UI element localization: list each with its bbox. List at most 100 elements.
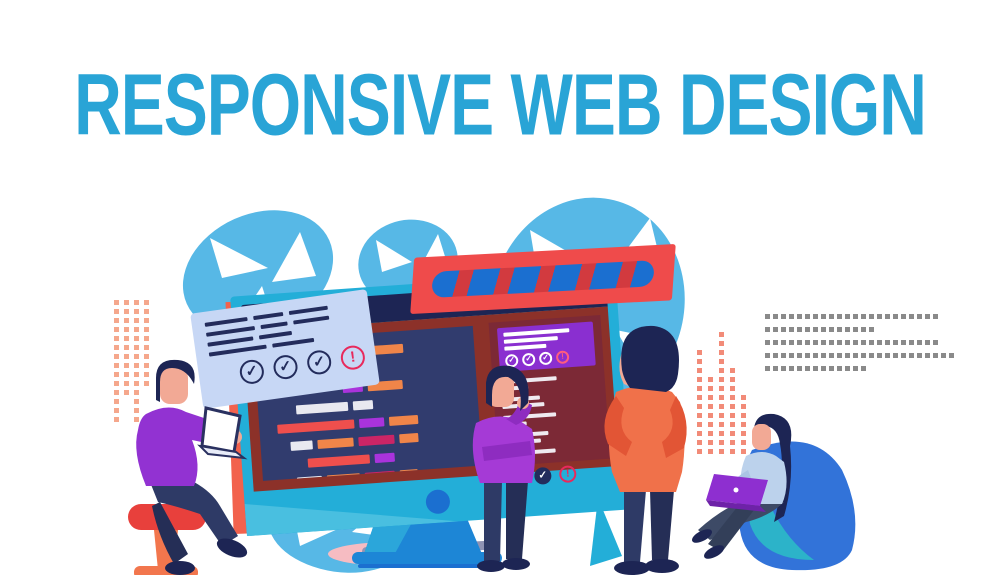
dot [114,408,119,413]
dot [853,353,858,358]
dot [845,314,850,319]
shirt [608,386,685,492]
dot [837,340,842,345]
dot [765,366,770,371]
developer-on-stool-figure [128,359,248,575]
dot [114,363,119,368]
dot [134,372,139,377]
dot [829,327,834,332]
dot [730,440,735,445]
dot [869,314,874,319]
dot [697,404,702,409]
dot [134,300,139,305]
text-segment [260,321,288,330]
code-token [316,437,354,450]
dot [697,440,702,445]
alert-icon: ! [555,350,570,365]
face [160,368,188,404]
dot [114,399,119,404]
dot [773,327,778,332]
dot [134,345,139,350]
dot [877,353,882,358]
text-segment [204,317,248,327]
dot [901,340,906,345]
dot [124,372,129,377]
dot [845,340,850,345]
dot [134,399,139,404]
dot-column [719,332,724,454]
dot [124,345,129,350]
code-token [326,473,361,481]
shoe [614,561,650,575]
dot [697,413,702,418]
dot [805,340,810,345]
dot [730,422,735,427]
code-token [277,419,355,434]
dot [789,353,794,358]
dot [805,314,810,319]
dot [901,314,906,319]
dot [124,318,129,323]
dot [124,381,129,386]
dot-pattern-gray [765,314,954,371]
dot [144,300,149,305]
toolbar-segments [431,260,655,298]
dot [697,350,702,355]
dot [144,309,149,314]
dot [719,386,724,391]
dot [134,417,139,422]
text-segment [288,305,329,316]
dot [853,340,858,345]
dot [813,353,818,358]
dot [789,366,794,371]
code-token [352,400,374,411]
dot-pattern-left [114,300,149,422]
dot [708,377,713,382]
dot [144,381,149,386]
dot [719,449,724,454]
dot [134,309,139,314]
dot [719,413,724,418]
crossed-arm [482,441,532,461]
dot [861,340,866,345]
stand-base [352,552,502,564]
dot [797,314,802,319]
dot [861,327,866,332]
mobile-header-line [503,336,558,344]
laptop [197,406,248,460]
dot [877,340,882,345]
dot [765,314,770,319]
dot [789,314,794,319]
dot [114,345,119,350]
developer-on-stool [116,356,286,575]
dot [124,336,129,341]
dot [144,372,149,377]
code-token [357,434,395,447]
dot [134,381,139,386]
dot [909,353,914,358]
dot-column [708,377,713,454]
dot-pattern-right [697,332,746,454]
text-segment [293,315,330,325]
dot [869,340,874,345]
dot [114,354,119,359]
dot [797,366,802,371]
dot [144,327,149,332]
dot [917,353,922,358]
dot [861,366,866,371]
shoe [692,529,712,543]
code-token [398,432,420,444]
dot [144,354,149,359]
dot [893,353,898,358]
code-token [399,469,418,480]
dot [821,366,826,371]
dot [925,340,930,345]
dot [773,340,778,345]
text-segment [208,344,267,357]
dot [719,431,724,436]
left-arm [604,396,632,456]
code-token [364,470,396,481]
dot [144,318,149,323]
dot [741,395,746,400]
face [752,424,771,450]
